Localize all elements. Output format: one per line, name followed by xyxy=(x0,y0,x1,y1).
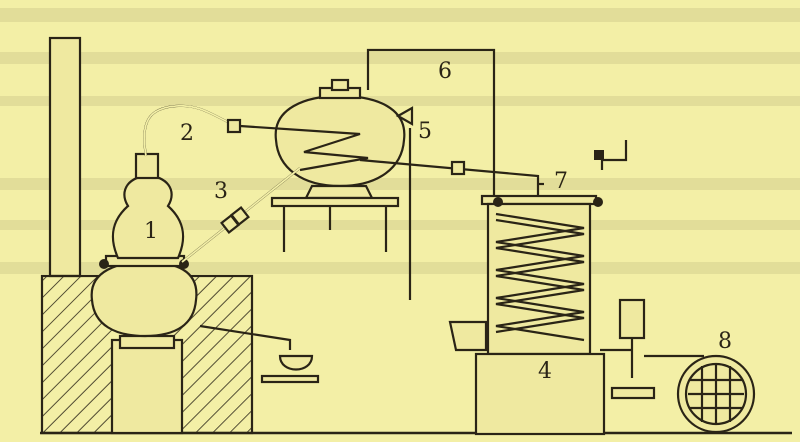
barrel xyxy=(676,354,756,434)
label-5: 5 xyxy=(418,119,432,144)
pipe-joint-3b xyxy=(230,206,250,226)
pipe-joint-mid xyxy=(450,160,466,176)
drip-cup xyxy=(199,324,320,384)
pipe-joint-2 xyxy=(226,118,242,134)
condenser-tank xyxy=(448,194,606,436)
still-pot xyxy=(90,152,198,338)
label-2: 2 xyxy=(180,121,194,146)
label-8: 8 xyxy=(718,329,732,354)
swan-neck-pipe-inner xyxy=(143,104,237,157)
chimney xyxy=(48,36,82,278)
label-6: 6 xyxy=(438,59,452,84)
label-3: 3 xyxy=(214,179,228,204)
receiver-vessel xyxy=(600,298,704,400)
water-faucet xyxy=(538,140,628,186)
label-1: 1 xyxy=(144,219,158,244)
label-4: 4 xyxy=(538,359,552,384)
label-7: 7 xyxy=(554,169,568,194)
vapour-pipe-to-condenser xyxy=(359,158,540,198)
background-text-rows xyxy=(0,8,800,274)
furnace xyxy=(40,274,254,435)
preheater-vessel xyxy=(239,78,414,252)
